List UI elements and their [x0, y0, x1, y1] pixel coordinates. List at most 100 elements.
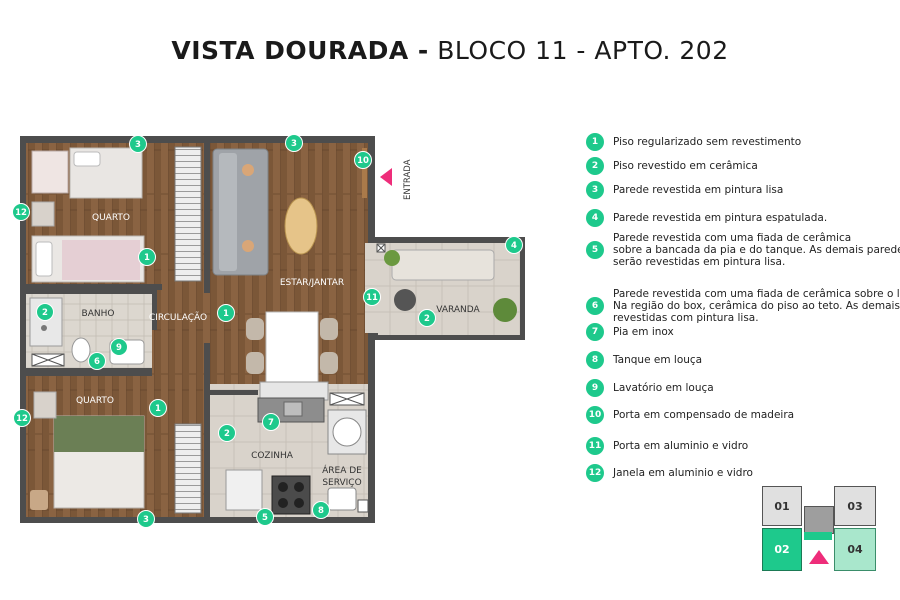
legend-number-badge: 12: [586, 464, 604, 482]
plan-marker-number: 3: [291, 139, 297, 149]
plan-marker: 11: [363, 288, 381, 306]
legend-number-badge: 5: [586, 241, 604, 259]
legend-item: 6 Parede revestida com uma fiada de cerâm…: [583, 287, 900, 325]
wardrobe-1: [174, 146, 202, 282]
plan-marker-number: 6: [94, 357, 100, 367]
room-label-quarto-2: QUARTO: [76, 396, 114, 406]
wardrobe-2: [174, 423, 202, 514]
plan-marker: 12: [12, 203, 30, 221]
plan-marker-number: 3: [135, 140, 141, 150]
legend-text: Piso revestido em cerâmica: [613, 160, 758, 172]
legend-number-badge: 4: [586, 209, 604, 227]
legend-number-badge: 3: [586, 181, 604, 199]
legend-number-badge: 2: [586, 157, 604, 175]
legend-number-badge: 7: [586, 323, 604, 341]
key-corridor: [804, 532, 832, 540]
entry-arrow: [380, 168, 392, 186]
plan-marker: 1: [138, 248, 156, 266]
key-core: [804, 506, 834, 534]
legend-number-badge: 1: [586, 133, 604, 151]
legend-item: 3 Parede revestida em pintura lisa: [583, 181, 783, 199]
plan-marker: 6: [88, 352, 106, 370]
plan-marker-number: 11: [366, 293, 378, 303]
legend-item: 5 Parede revestida com uma fiada de cerâm…: [583, 231, 900, 269]
legend-text: Parede revestida com uma fiada de cerâmi…: [613, 288, 900, 324]
plan-marker-number: 1: [223, 309, 229, 319]
key-unit-01: 01: [762, 486, 802, 526]
legend-item: 1 Piso regularizado sem revestimento: [583, 133, 801, 151]
legend-text: Parede revestida em pintura lisa: [613, 184, 784, 196]
plan-marker-number: 3: [143, 515, 149, 525]
legend-text: Parede revestida em pintura espatulada.: [613, 212, 828, 224]
legend: 1 Piso regularizado sem revestimento 2 Piso…: [583, 0, 900, 600]
plan-marker-number: 2: [42, 308, 48, 318]
legend-text: Lavatório em louça: [613, 382, 714, 394]
legend-number-badge: 9: [586, 379, 604, 397]
legend-number-badge: 8: [586, 351, 604, 369]
legend-item: 10 Porta em compensado de madeira: [583, 406, 794, 424]
plan-marker: 7: [262, 413, 280, 431]
room-label-banho: BANHO: [82, 309, 115, 319]
stove: [271, 475, 311, 515]
plan-marker: 3: [137, 510, 155, 528]
key-unit-02: 02: [762, 528, 802, 571]
entry-label: ENTRADA: [403, 159, 413, 200]
legend-number-badge: 6: [586, 297, 604, 315]
plan-marker: 4: [505, 236, 523, 254]
plan-marker: 3: [129, 135, 147, 153]
legend-item: 7 Pia em inox: [583, 323, 674, 341]
plan-marker-number: 8: [318, 506, 324, 516]
plan-marker-number: 10: [357, 156, 369, 166]
plan-marker: 1: [149, 399, 167, 417]
plan-marker: 8: [312, 501, 330, 519]
plan-marker-number: 9: [116, 343, 122, 353]
legend-text: Tanque em louça: [613, 354, 703, 366]
plan-marker-number: 5: [262, 513, 268, 523]
title-bold: VISTA DOURADA -: [171, 36, 429, 65]
plan-marker: 3: [285, 134, 303, 152]
room-label-area-2: SERVIÇO: [322, 478, 361, 488]
plan-marker: 10: [354, 151, 372, 169]
room-label-estar: ESTAR/JANTAR: [280, 278, 344, 288]
title-light: BLOCO 11 - APTO. 202: [437, 36, 729, 65]
key-unit-03: 03: [834, 486, 876, 526]
plan-marker-number: 12: [15, 208, 27, 218]
fridge: [225, 469, 263, 511]
legend-text: Parede revestida com uma fiada de cerâmi…: [613, 232, 900, 268]
room-label-cozinha: COZINHA: [251, 451, 294, 461]
plan-marker-number: 12: [16, 414, 28, 424]
plan-marker: 2: [418, 309, 436, 327]
hall-floor: [152, 286, 208, 376]
legend-item: 4 Parede revestida em pintura espatulada.: [583, 209, 827, 227]
key-plan: 01 03 02 04: [762, 486, 876, 571]
coffee-table: [284, 197, 318, 255]
legend-text: Piso regularizado sem revestimento: [613, 136, 802, 148]
plan-marker-number: 2: [424, 314, 430, 324]
plan-marker: 5: [256, 508, 274, 526]
legend-item: 2 Piso revestido em cerâmica: [583, 157, 758, 175]
legend-item: 9 Lavatório em louça: [583, 379, 714, 397]
legend-text: Porta em compensado de madeira: [613, 409, 795, 421]
plan-marker-number: 1: [144, 253, 150, 263]
room-label-quarto-1: QUARTO: [92, 213, 130, 223]
plan-marker-number: 1: [155, 404, 161, 414]
plan-marker: 9: [110, 338, 128, 356]
legend-number-badge: 10: [586, 406, 604, 424]
legend-number-badge: 11: [586, 437, 604, 455]
plan-marker: 12: [13, 409, 31, 427]
key-unit-04: 04: [834, 528, 876, 571]
plan-marker: 2: [36, 303, 54, 321]
plan-marker-number: 7: [268, 418, 274, 428]
room-label-area-1: ÁREA DE: [322, 464, 362, 476]
legend-item: 8 Tanque em louça: [583, 351, 702, 369]
room-label-circulacao: CIRCULAÇÃO: [149, 312, 207, 323]
room-label-varanda: VARANDA: [436, 305, 480, 315]
legend-text: Pia em inox: [613, 326, 674, 338]
plan-marker: 1: [217, 304, 235, 322]
plan-marker-number: 2: [224, 429, 230, 439]
key-entry-arrow: [809, 550, 829, 564]
